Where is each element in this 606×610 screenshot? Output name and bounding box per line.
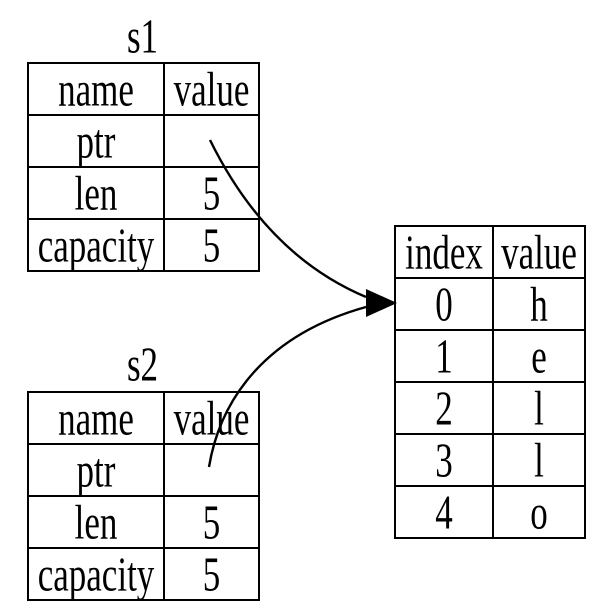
heap-value-1: e [492,329,586,383]
heap-row-3: 3 l [394,433,586,487]
s1-header-value: value [163,62,260,116]
heap-value-4: o [492,485,586,539]
heap-index-0: 0 [394,277,494,331]
heap-value-3: l [492,433,586,487]
s1-capacity-value-cell: 5 [163,218,260,272]
s2-header-row: name value [27,391,260,445]
heap-row-1: 1 e [394,329,586,383]
s1-row-len: len 5 [27,166,260,220]
s1-row-ptr: ptr [27,114,260,168]
heap-index-3: 3 [394,433,494,487]
s2-capacity-value-cell: 5 [163,547,260,601]
heap-value-0: h [492,277,586,331]
heap-header-row: index value [394,225,586,279]
s2-ptr-value-cell [163,443,260,497]
s2-header-value: value [163,391,260,445]
heap-index-2: 2 [394,381,494,435]
s1-len-name-cell: len [27,166,165,220]
s1-header-row: name value [27,62,260,116]
s2-len-value-cell: 5 [163,495,260,549]
s2-ptr-name-cell: ptr [27,443,165,497]
arrowhead-icon [366,289,397,317]
heap-buffer-table: index value 0 h 1 e 2 l 3 l 4 o [394,225,586,539]
s2-row-len: len 5 [27,495,260,549]
s1-title-text: s1 [126,8,159,64]
s1-header-name: name [27,62,165,116]
heap-row-0: 0 h [394,277,586,331]
s1-ptr-value-cell [163,114,260,168]
heap-value-2: l [492,381,586,435]
heap-index-1: 1 [394,329,494,383]
s2-capacity-name-cell: capacity [27,547,165,601]
s1-len-value-cell: 5 [163,166,260,220]
s2-row-capacity: capacity 5 [27,547,260,601]
s1-row-capacity: capacity 5 [27,218,260,272]
s1-ptr-name-cell: ptr [27,114,165,168]
s2-row-ptr: ptr [27,443,260,497]
s1-capacity-name-cell: capacity [27,218,165,272]
s1-title: s1 [27,10,258,62]
heap-row-4: 4 o [394,485,586,539]
s2-title-text: s2 [126,336,159,392]
heap-header-value: value [492,225,586,279]
s1-stack-table: name value ptr len 5 capacity 5 [27,62,260,272]
s2-len-name-cell: len [27,495,165,549]
heap-row-2: 2 l [394,381,586,435]
s2-stack-table: name value ptr len 5 capacity 5 [27,391,260,601]
heap-header-index: index [394,225,494,279]
s2-header-name: name [27,391,165,445]
heap-index-4: 4 [394,485,494,539]
s2-title: s2 [27,338,258,390]
